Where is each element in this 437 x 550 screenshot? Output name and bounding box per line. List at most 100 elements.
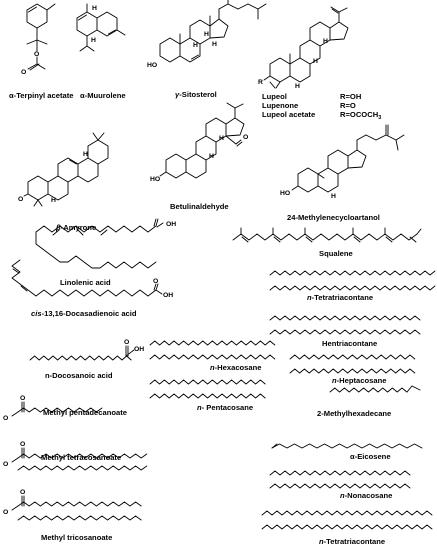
muurolene-structure	[76, 3, 126, 52]
label-part: n	[319, 537, 324, 546]
label-hexacosane: n-Hexacosane	[210, 363, 262, 372]
label-part: -Tetratriacontane	[324, 537, 385, 546]
label-lupenone: Lupenone	[262, 101, 298, 110]
label-part: n	[332, 376, 337, 385]
label-part: β	[55, 223, 61, 232]
atom-oxygen: O	[34, 51, 39, 58]
chain-bond-line	[261, 510, 433, 516]
r-group-text: R=OCOCH	[340, 110, 378, 119]
terpinyl-acetate-structure	[26, 3, 56, 71]
atom-hydroxyl-right: OH	[163, 292, 173, 299]
label-lupeol: Lupeol	[262, 92, 287, 101]
atom-oxygen: O	[20, 395, 25, 402]
label-part: Betulinaldehyde	[170, 202, 229, 211]
chain-bond-line	[269, 329, 421, 335]
atom-oxygen: O	[3, 461, 8, 468]
label-eicosene: α-Eicosene	[350, 452, 391, 461]
label-part: -Tetratriacontane	[312, 293, 373, 302]
label-methyl-tetracosanoate: Methyl tetracosanoate	[41, 453, 121, 462]
label-nonacosane: n-Nonacosane	[340, 491, 392, 500]
chain-bond-line	[17, 453, 148, 459]
atom-hydrogen: H	[204, 31, 209, 38]
atom-hydrogen: H	[92, 5, 97, 12]
atom-oxygen: O	[18, 196, 23, 203]
label-part: Methyl tetracosanoate	[41, 453, 121, 462]
label-part: 2-Methylhexadecane	[317, 409, 391, 418]
label-part: -Hexacosane	[215, 363, 262, 372]
chain-bond-line	[329, 387, 408, 393]
atom-hydrogen: H	[323, 38, 328, 45]
label-sitosterol: γ-Sitosterol	[175, 90, 217, 99]
lupeol-structure	[263, 6, 349, 89]
label-part: α-Terpinyl acetate	[9, 91, 73, 100]
chain-bond-line	[261, 524, 433, 530]
chain-bond-line	[289, 354, 416, 360]
atom-hydrogen: H	[193, 42, 198, 49]
label-part: Lupeol	[262, 92, 287, 101]
label-part: n	[340, 491, 345, 500]
atom-hydroxyl: HO	[150, 176, 160, 183]
r-group-text: R=OH	[340, 92, 361, 101]
r-group-subscript: 3	[378, 115, 381, 121]
atom-oxygen: O	[243, 134, 248, 141]
atom-hydrogen: H	[219, 135, 224, 142]
docosadienoic-structure	[11, 259, 163, 297]
chain-bond-line	[269, 270, 436, 276]
chain-bond-line	[17, 501, 142, 507]
label-part: - Pentacosane	[202, 403, 254, 412]
label-part: n-Docosanoic acid	[45, 371, 113, 380]
atom-oxygen: O	[124, 339, 129, 346]
label-part: γ	[175, 90, 180, 99]
chain-bond-line	[149, 393, 266, 399]
chain-bond-line	[271, 443, 423, 449]
chain-bond-line	[269, 470, 411, 476]
label-part: n	[197, 403, 202, 412]
chain-bond-line	[149, 354, 276, 360]
sitosterol-structure	[159, 0, 267, 63]
atom-hydrogen: H	[212, 41, 217, 48]
label-pentacosane: n- Pentacosane	[197, 403, 253, 412]
chain-bond-line	[269, 483, 411, 489]
label-part: Lupeol acetate	[262, 110, 315, 119]
chain-bond-line	[269, 315, 421, 321]
atom-hydrogen: H	[91, 37, 96, 44]
label-hentriacontane: Hentriacontane	[322, 339, 377, 348]
label-amyrone: β-Amyrone	[55, 223, 96, 232]
atom-oxygen: O	[21, 69, 26, 76]
atom-oxygen: O	[3, 415, 8, 422]
atom-hydrogen: H	[313, 58, 318, 65]
label-lupeol-acetate: Lupeol acetate	[262, 110, 315, 119]
chain-bond-line	[289, 368, 416, 374]
long-chain-structures	[17, 270, 436, 530]
docosanoic-head	[125, 345, 135, 357]
label-squalene: Squalene	[319, 249, 353, 258]
atom-hydrogen: H	[331, 193, 336, 200]
chain-bond-line	[17, 515, 142, 521]
label-part: n	[210, 363, 215, 372]
chain-bond-line	[149, 340, 276, 346]
ester-heads	[11, 401, 25, 511]
label-part: Lupenone	[262, 101, 298, 110]
extra-bonds	[271, 385, 421, 449]
label-part: -Amyrone	[61, 223, 96, 232]
label-tetratriacontane-1: n-Tetratriacontane	[307, 293, 373, 302]
chain-bond-line	[17, 407, 103, 413]
label-muurolene: α-Muurolene	[80, 91, 126, 100]
betulinaldehyde-structure	[159, 102, 245, 179]
label-part: cis	[31, 309, 42, 318]
chain-bond-line	[29, 355, 132, 361]
label-part: α	[350, 452, 355, 461]
linolenic-structure	[35, 218, 164, 269]
label-docosadienoic: cis-13,16-Docasadienoic acid	[31, 309, 137, 318]
label-methyl-tricosanoate: Methyl tricosanoate	[41, 533, 112, 542]
methylenecycloartanol-structure	[291, 124, 405, 193]
label-part: Methyl pentadecanoate	[43, 408, 127, 417]
label-part: 24-Methylenecycloartanol	[287, 213, 380, 222]
r-group-oh: R=OH	[340, 92, 361, 101]
label-part: Methyl tricosanoate	[41, 533, 112, 542]
atom-hydroxyl-right: OH	[166, 221, 176, 228]
label-part: Hentriacontane	[322, 339, 377, 348]
label-part: -Sitosterol	[179, 90, 217, 99]
